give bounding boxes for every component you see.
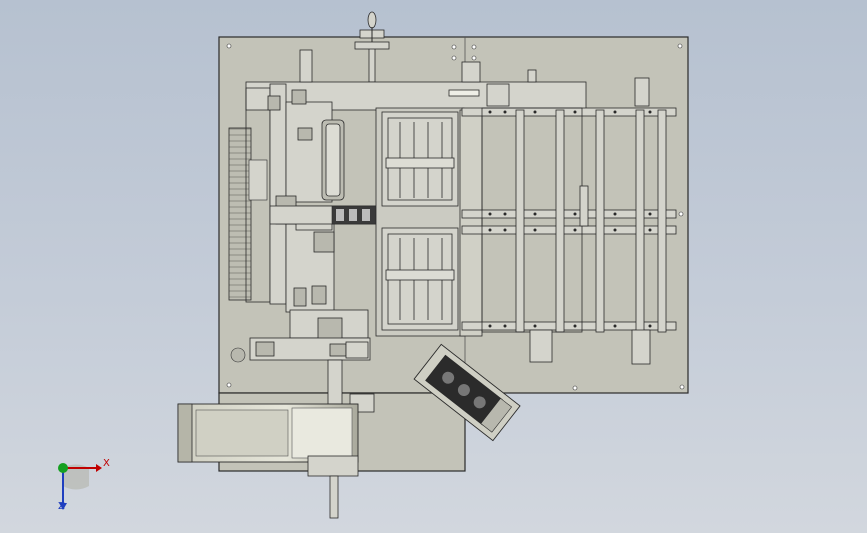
x-axis-label: X	[103, 458, 110, 469]
coordinate-triad	[50, 455, 120, 520]
chain-links	[488, 110, 652, 328]
left-conveyor-track	[228, 87, 271, 303]
lower-mechanism	[249, 309, 375, 413]
forming-table	[375, 107, 483, 337]
axis-icon	[58, 463, 102, 510]
angled-motor	[413, 343, 521, 442]
gear-motor	[177, 403, 359, 519]
mounting-holes	[226, 43, 685, 391]
handwheel	[354, 11, 390, 83]
chain-conveyor	[461, 107, 677, 365]
z-axis-label: Z	[58, 501, 65, 512]
